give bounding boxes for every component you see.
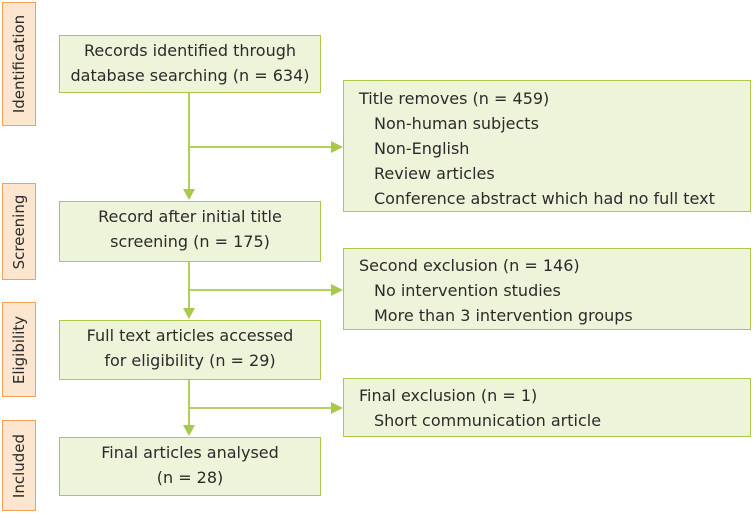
arrowhead — [183, 425, 195, 436]
exclusion-item: Non-English — [374, 139, 470, 158]
box-records-identified: Records identified through database sear… — [59, 35, 321, 93]
phase-included: Included — [2, 420, 36, 511]
box-line: database searching (n = 634) — [70, 66, 310, 85]
phase-eligibility: Eligibility — [2, 302, 36, 397]
exclusion-item: No intervention studies — [374, 281, 561, 300]
box-final-exclusion: Final exclusion (n = 1) Short communicat… — [343, 378, 751, 437]
exclusion-item: Review articles — [374, 164, 495, 183]
box-initial-screening: Record after initial title screening (n … — [59, 201, 321, 262]
box-line: Final articles analysed — [101, 443, 279, 462]
exclusion-item: Short communication article — [374, 411, 602, 430]
phase-screening: Screening — [2, 183, 36, 280]
exclusion-title: Second exclusion (n = 146) — [359, 256, 580, 275]
box-line: for eligibility (n = 29) — [104, 351, 276, 370]
arrowhead — [183, 189, 195, 200]
box-line: Record after initial title — [98, 207, 282, 226]
box-title-removes: Title removes (n = 459) Non-human subjec… — [343, 80, 751, 212]
box-line: (n = 28) — [156, 468, 224, 487]
phase-identification: Identification — [2, 2, 36, 126]
box-second-exclusion: Second exclusion (n = 146) No interventi… — [343, 248, 751, 330]
exclusion-item: Non-human subjects — [374, 114, 539, 133]
box-line: screening (n = 175) — [110, 232, 270, 251]
exclusion-title: Final exclusion (n = 1) — [359, 386, 538, 405]
box-line: Records identified through — [83, 41, 297, 60]
box-line: Full text articles accessed — [86, 326, 294, 345]
exclusion-item: Conference abstract which had no full te… — [374, 189, 715, 208]
exclusion-title: Title removes (n = 459) — [359, 89, 550, 108]
arrowhead — [331, 402, 343, 414]
arrowhead — [331, 141, 343, 153]
exclusion-item: More than 3 intervention groups — [374, 306, 633, 325]
arrowhead — [183, 308, 195, 319]
arrowhead — [331, 284, 343, 296]
box-full-text-eligibility: Full text articles accessed for eligibil… — [59, 320, 321, 380]
box-final-articles: Final articles analysed (n = 28) — [59, 437, 321, 496]
